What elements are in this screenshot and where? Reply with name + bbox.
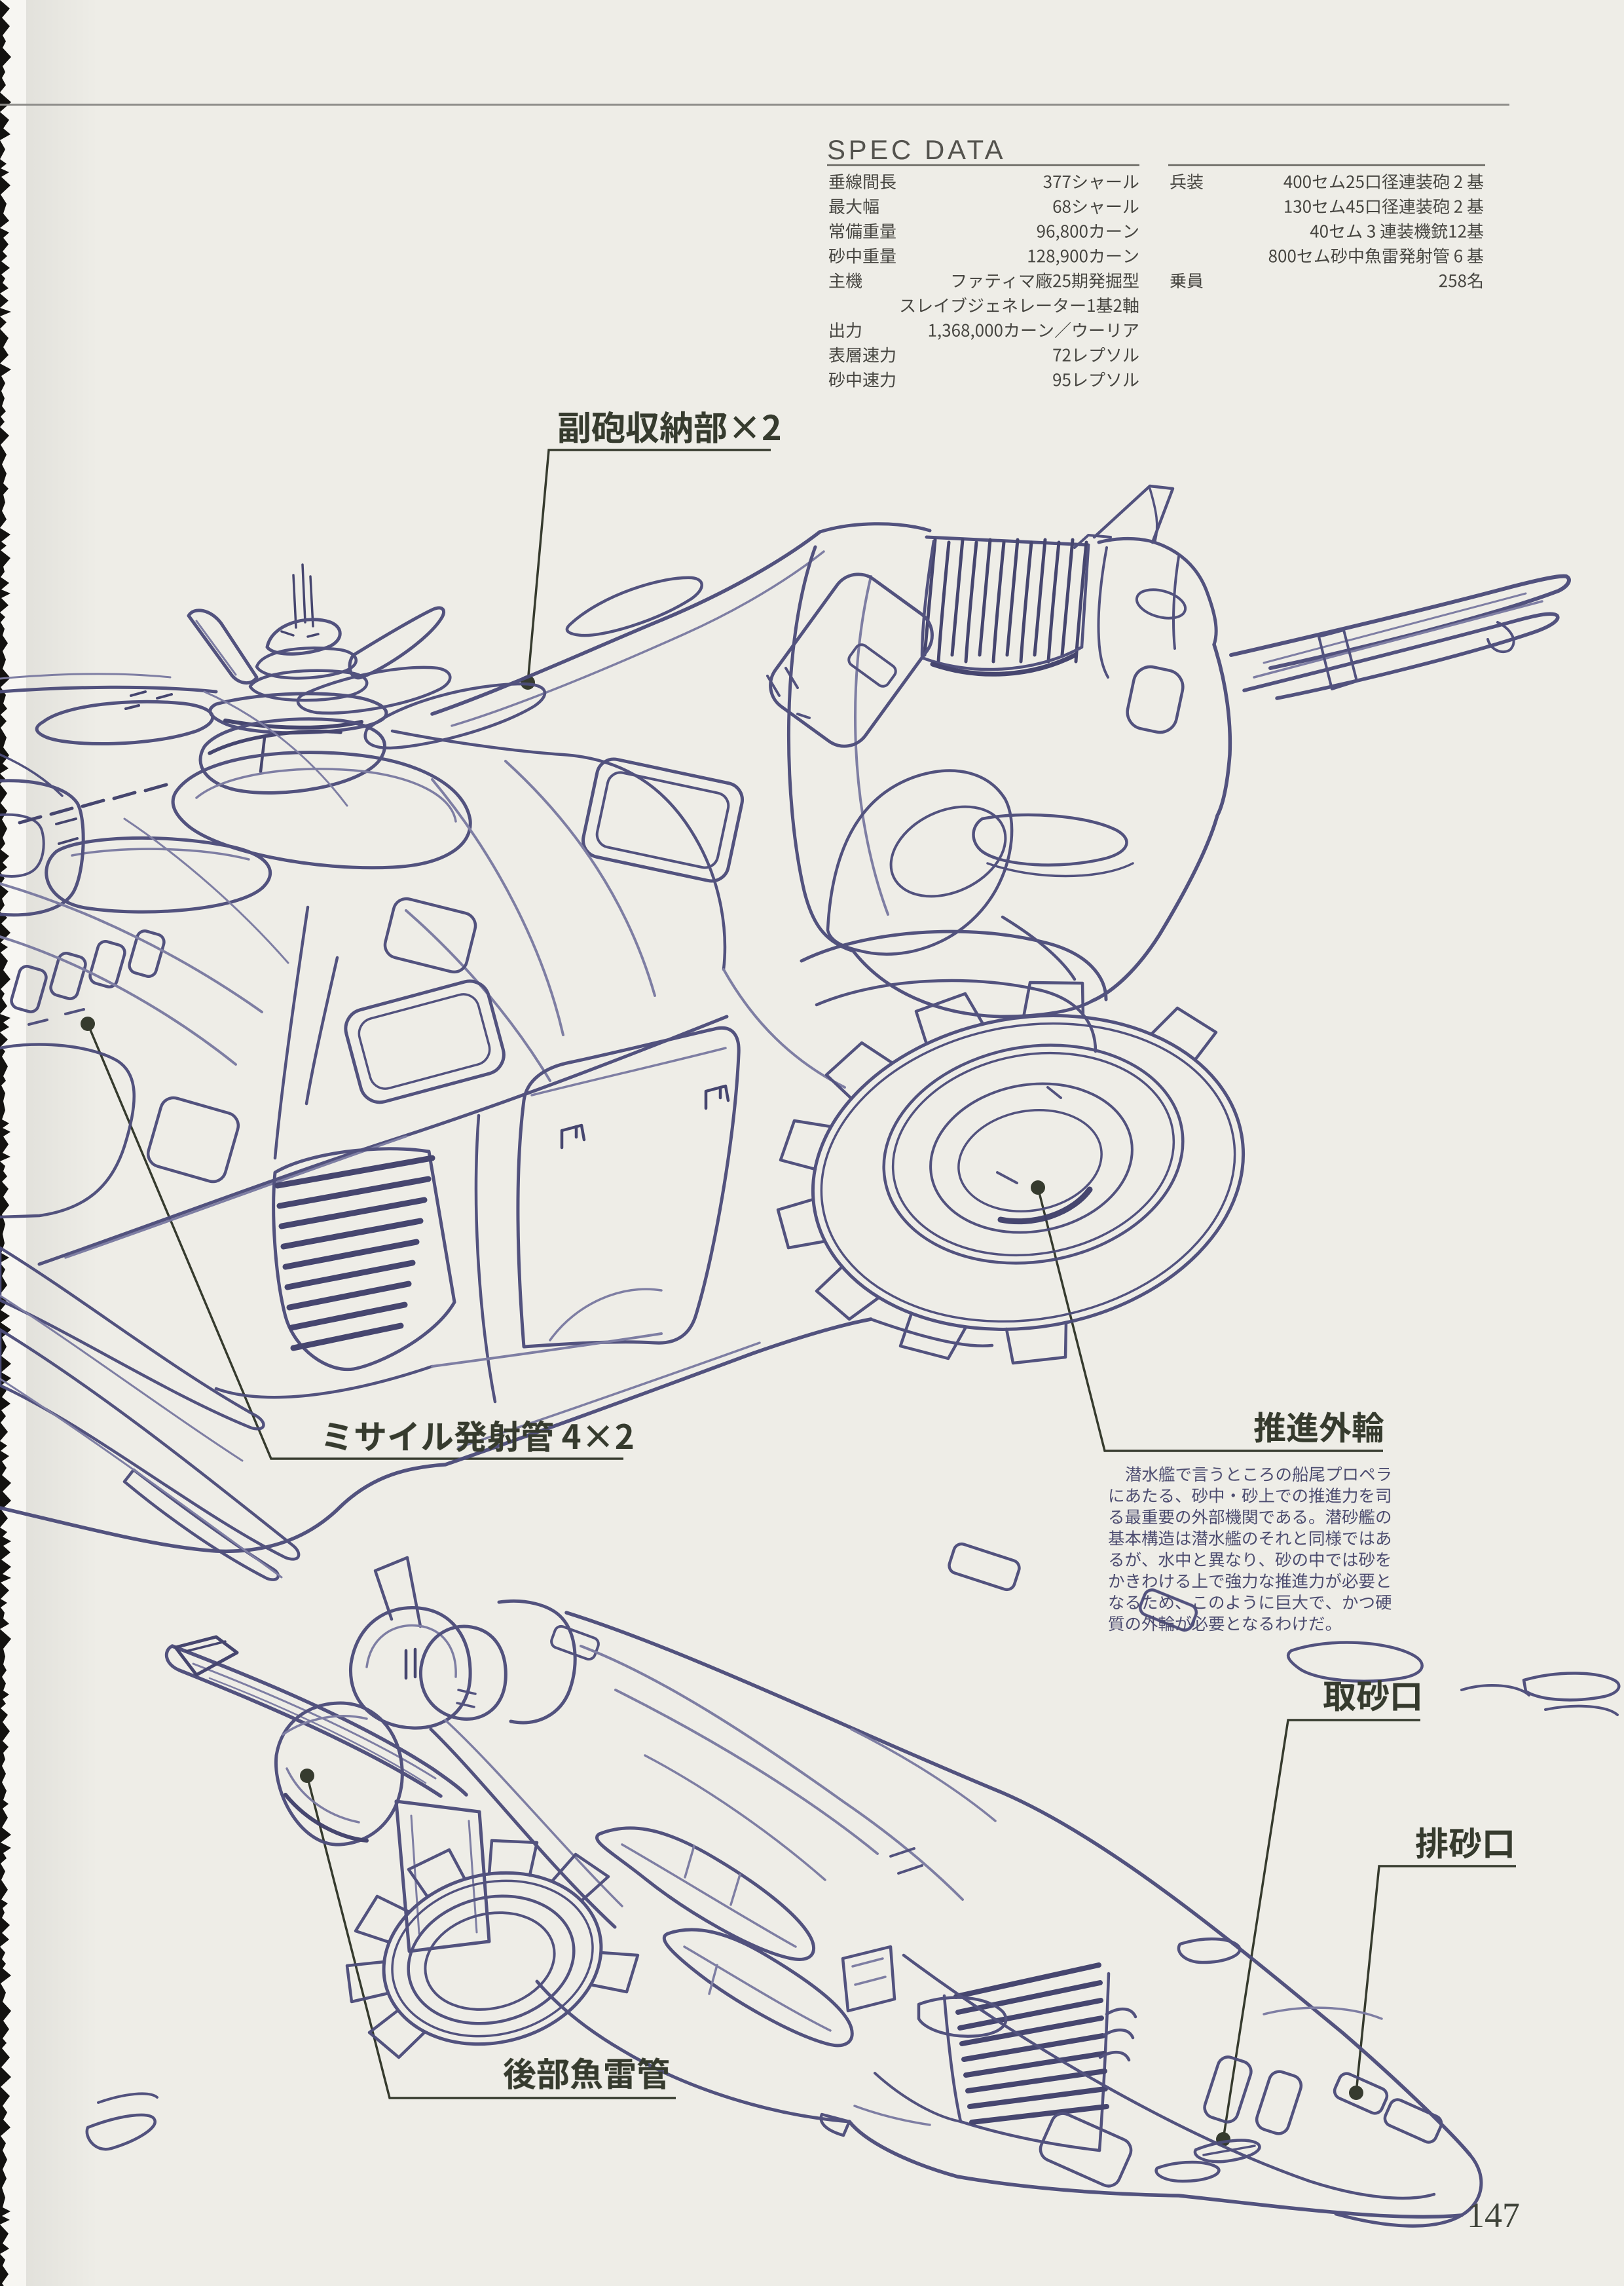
- svg-text:SPEC DATA: SPEC DATA: [827, 134, 1006, 165]
- svg-text:147: 147: [1467, 2196, 1520, 2235]
